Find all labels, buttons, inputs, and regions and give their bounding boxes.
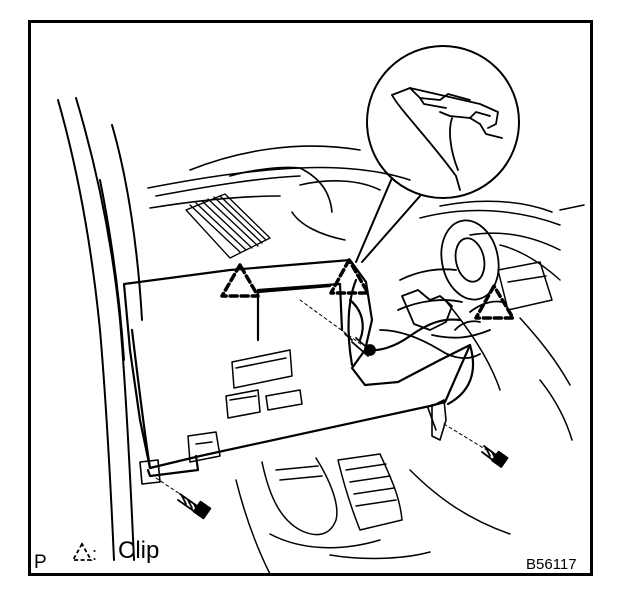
panel-letter: P (34, 552, 47, 573)
clip-marker-center (329, 258, 370, 295)
bolt-lower-right-icon (481, 445, 509, 468)
dashed-triangle-icon (71, 542, 93, 561)
figure-frame (28, 20, 593, 576)
air-vent (185, 193, 271, 259)
steering-column (379, 219, 503, 359)
switch-openings (187, 349, 303, 463)
detail-callout (355, 45, 520, 263)
dashboard-top (147, 145, 411, 241)
detail-clip-view-icon (391, 87, 503, 191)
clip-marker-right (474, 284, 515, 320)
pedals (235, 453, 511, 575)
mounting-tabs (139, 399, 447, 485)
bolt-lower-left-icon (177, 493, 212, 520)
dashboard-right (419, 200, 585, 441)
lower-dash-panel (122, 258, 475, 478)
legend-separator: : (92, 544, 98, 564)
clip-marker-left (220, 263, 260, 298)
legend-label: Clip (118, 537, 160, 564)
bolt-center-icon (344, 333, 376, 357)
figure-code: B56117 (526, 556, 577, 573)
a-pillar (57, 97, 143, 561)
